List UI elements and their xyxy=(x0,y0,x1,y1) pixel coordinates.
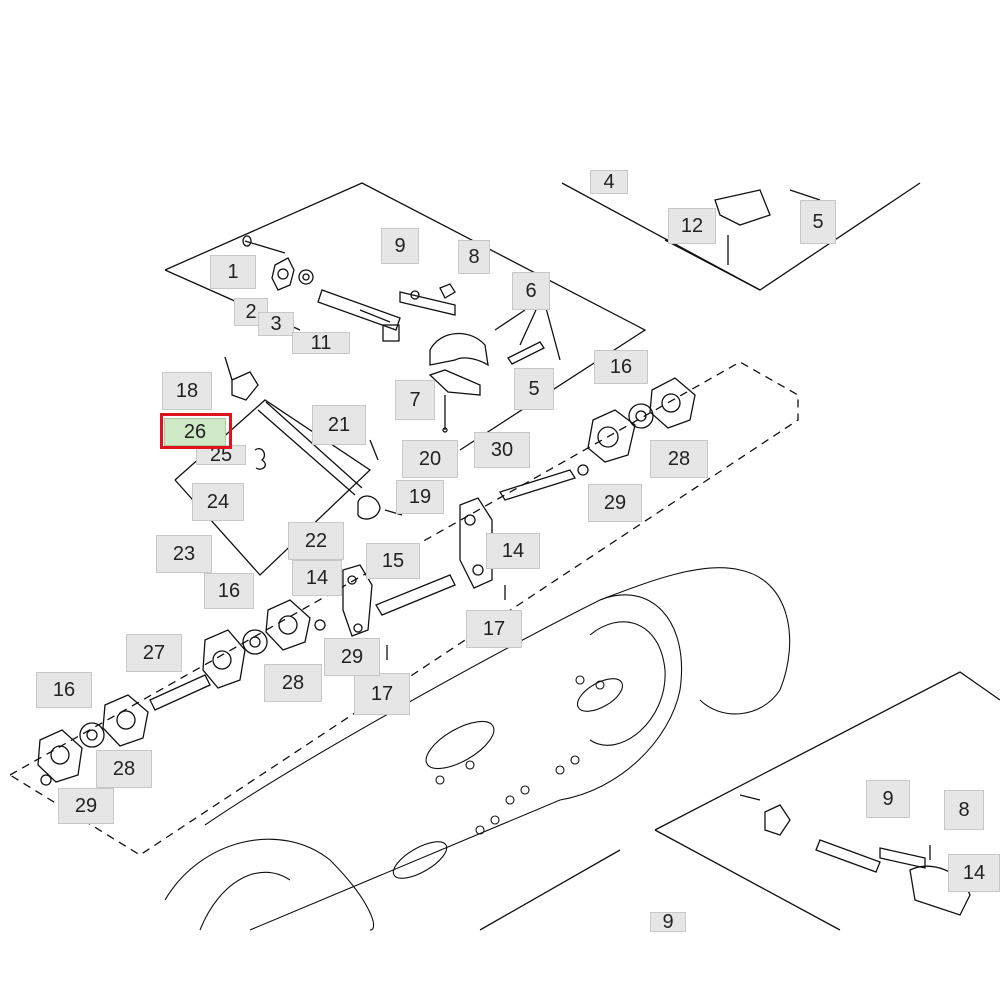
callout-11: 11 xyxy=(292,332,350,354)
top-right-panel xyxy=(561,182,921,291)
callout-29b: 29 xyxy=(324,638,380,676)
callout-17a: 17 xyxy=(466,610,522,648)
callout-5: 5 xyxy=(514,368,554,410)
callout-1: 1 xyxy=(210,255,256,289)
callout-16c: 16 xyxy=(36,672,92,708)
callout-15: 15 xyxy=(366,543,420,579)
callout-26: 26 xyxy=(164,418,226,446)
left-detail-panel xyxy=(174,356,403,576)
callout-9: 9 xyxy=(381,228,419,264)
callout-29a: 29 xyxy=(588,484,642,522)
callout-29c: 29 xyxy=(58,788,114,824)
callout-20: 20 xyxy=(402,440,458,478)
left-bearing-assembly xyxy=(37,599,311,786)
axle-housing-frame xyxy=(9,361,799,856)
callout-8b: 8 xyxy=(944,790,984,830)
callout-6: 6 xyxy=(512,272,550,310)
callout-16a: 16 xyxy=(594,350,648,384)
highlight-box xyxy=(160,413,232,449)
callout-12: 12 xyxy=(668,208,716,244)
callout-16b: 16 xyxy=(204,573,254,609)
callout-24: 24 xyxy=(192,483,244,521)
callout-7: 7 xyxy=(395,380,435,420)
callout-28a: 28 xyxy=(650,440,708,478)
callout-23: 23 xyxy=(156,535,212,573)
callout-28b: 28 xyxy=(264,664,322,702)
callout-17b: 17 xyxy=(354,673,410,715)
callout-19: 19 xyxy=(396,480,444,514)
callout-14b: 14 xyxy=(292,560,342,596)
callout-9c: 9 xyxy=(650,912,686,932)
callout-27: 27 xyxy=(126,634,182,672)
callout-28c: 28 xyxy=(96,750,152,788)
callout-22: 22 xyxy=(288,522,344,560)
callout-3: 3 xyxy=(258,312,294,336)
callout-5-top: 5 xyxy=(800,200,836,244)
callout-21: 21 xyxy=(312,405,366,445)
callout-30: 30 xyxy=(474,432,530,468)
callout-14c: 14 xyxy=(948,854,1000,892)
callout-8: 8 xyxy=(458,240,490,274)
callout-4-top: 4 xyxy=(590,170,628,194)
axle-housing xyxy=(164,567,791,931)
right-bearing-assembly xyxy=(314,377,696,660)
callout-14a: 14 xyxy=(486,533,540,569)
callout-9b: 9 xyxy=(866,780,910,818)
callout-18: 18 xyxy=(162,372,212,410)
